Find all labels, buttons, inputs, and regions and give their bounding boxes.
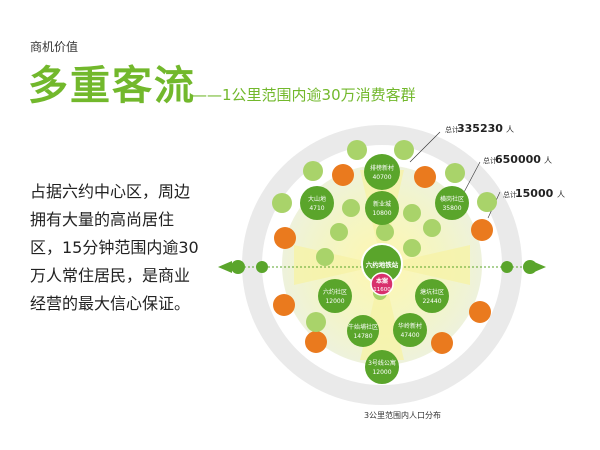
community-name: 排榜新村 (370, 164, 394, 172)
arrow-left-icon (218, 261, 232, 273)
community-bubble: 新业城 10800 (365, 191, 399, 225)
community-bubble: 排榜新村 40700 (364, 154, 400, 190)
community-bubble: 牛始埔社区 14780 (347, 315, 379, 347)
community-value: 12000 (325, 298, 344, 305)
community-name: 华岭新村 (398, 322, 422, 330)
community-value: 22440 (422, 298, 441, 305)
diagram-caption: 3公里范围内人口分布 (363, 411, 442, 420)
axis-node-left-2 (256, 261, 268, 273)
section-label: 商机价值 (30, 40, 79, 54)
community-value: 4710 (309, 205, 324, 212)
community-name: 六约社区 (323, 288, 347, 296)
axis-node-right (523, 260, 537, 274)
community-name: 3号线公寓 (368, 359, 396, 367)
stat-callout: 总计 650000 人 (483, 153, 552, 166)
community-name: 新业城 (373, 200, 391, 208)
page-subtitle: ——1公里范围内逾30万消费客群 (192, 86, 416, 104)
community-value: 10800 (372, 210, 391, 217)
community-value: 35800 (442, 205, 461, 212)
community-bubble: 3号线公寓 12000 (365, 350, 399, 384)
community-value: 12000 (372, 369, 391, 376)
orange-bubbles (273, 164, 493, 354)
stat-unit: 人 (557, 190, 565, 199)
page-title: 多重客流 (28, 63, 196, 109)
stat-unit: 人 (506, 125, 514, 134)
stat-callout: 总计 15000 人 (503, 187, 565, 200)
axis-node-left (231, 260, 245, 274)
stat-unit: 人 (544, 156, 552, 165)
body-paragraph: 占据六约中心区，周边拥有大量的高尚居住区，15分钟范围内逾30万人常住居民，是商… (30, 182, 199, 313)
community-name: 塘坑社区 (420, 288, 444, 296)
community-value: 40700 (372, 174, 391, 181)
project-bubble: 本案 11600 (370, 272, 394, 296)
metro-station-name: 六约地铁站 (366, 260, 399, 269)
community-bubble: 大山地 4710 (300, 186, 334, 220)
stat-prefix: 总计 (503, 190, 517, 199)
project-name: 本案 (376, 277, 389, 285)
community-name: 横岗社区 (440, 195, 464, 203)
stat-value: 650000 (495, 153, 541, 166)
axis-node-right-2 (501, 261, 513, 273)
project-value: 11600 (373, 287, 391, 293)
stat-prefix: 总计 (483, 156, 497, 165)
stat-prefix: 总计 (445, 125, 459, 134)
population-diagram: 总计 335230 人 总计 650000 人 总计 15000 人 (218, 122, 565, 405)
stat-callout: 总计 335230 人 (445, 122, 514, 135)
stat-value: 335230 (457, 122, 503, 135)
community-value: 14780 (353, 333, 372, 340)
community-bubble: 横岗社区 35800 (435, 186, 469, 220)
community-bubble: 华岭新村 47400 (393, 313, 427, 347)
community-name: 牛始埔社区 (348, 323, 378, 331)
light-green-bubbles (272, 140, 497, 332)
community-name: 大山地 (308, 195, 326, 203)
community-bubble: 六约社区 12000 (318, 279, 352, 313)
community-bubble: 塘坑社区 22440 (415, 279, 449, 313)
arrow-axis (218, 260, 546, 274)
community-value: 47400 (400, 332, 419, 339)
stat-value: 15000 (515, 187, 554, 200)
